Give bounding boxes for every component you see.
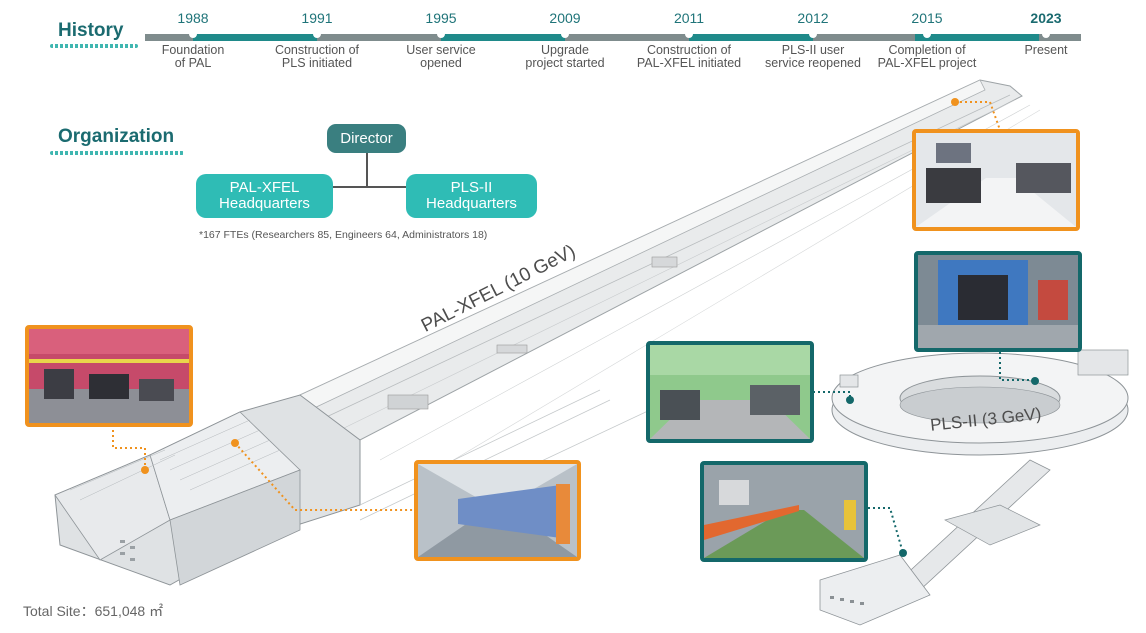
milestone-2023: 2023 Present <box>981 8 1111 57</box>
timeline-bar <box>145 34 1081 41</box>
milestone-dot <box>437 30 445 38</box>
organization-title: Organization <box>58 126 175 147</box>
photo-experimental-hall <box>25 325 193 427</box>
total-site-text: Total Site：651,048 ㎡ <box>23 603 164 619</box>
milestone-year: 1988 <box>177 10 209 26</box>
milestone-dot <box>923 30 931 38</box>
milestone-dot <box>809 30 817 38</box>
history-title-underline <box>50 44 138 48</box>
milestone-dot <box>561 30 569 38</box>
milestone-dot <box>313 30 321 38</box>
photo-linac-corridor <box>912 129 1080 231</box>
milestone-year: 2009 <box>549 10 581 26</box>
milestone-year: 1991 <box>301 10 333 26</box>
director-box: Director <box>327 124 406 153</box>
photo-linac-klystrons <box>700 461 868 562</box>
milestone-year: 2012 <box>797 10 829 26</box>
organization-title-underline <box>50 151 184 155</box>
milestone-desc: Present <box>1024 43 1068 57</box>
org-connector-horizontal <box>333 186 407 188</box>
org-connector-vertical <box>366 152 368 187</box>
history-title: History <box>58 20 124 41</box>
milestone-dot <box>685 30 693 38</box>
milestone-year: 2015 <box>911 10 943 26</box>
milestone-year: 1995 <box>425 10 457 26</box>
photo-undulator-tunnel <box>414 460 581 561</box>
milestone-year: 2011 <box>673 10 705 26</box>
milestone-year: 2023 <box>1030 10 1062 26</box>
milestone-dot <box>189 30 197 38</box>
photo-storage-ring-tunnel <box>646 341 814 443</box>
fte-note: *167 FTEs (Researchers 85, Engineers 64,… <box>199 229 488 241</box>
photo-beamline-machines <box>914 251 1082 352</box>
milestone-dot <box>1042 30 1050 38</box>
